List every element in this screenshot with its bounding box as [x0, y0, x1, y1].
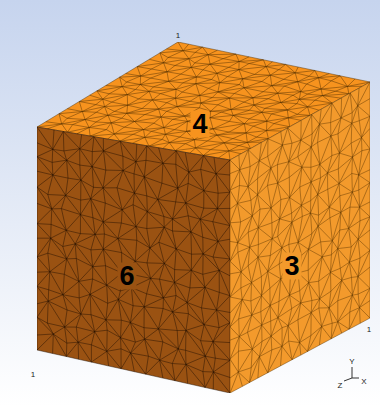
face-outline	[230, 82, 370, 393]
corner-tag: 1	[367, 326, 371, 334]
face-outline	[37, 127, 230, 393]
face-fill	[230, 82, 370, 393]
face-number: 6	[117, 263, 136, 290]
corner-tag: 1	[31, 371, 35, 379]
face-number: 4	[190, 111, 209, 138]
triangle-mesh	[37, 127, 230, 393]
corner-tag: 1	[176, 32, 180, 40]
face-number: 3	[282, 253, 301, 280]
axis-label: Z	[338, 382, 343, 390]
mesh-face: 3	[230, 82, 370, 393]
axis-label: Y	[349, 358, 354, 366]
mesh-face: 6	[37, 127, 230, 393]
face-fill	[37, 127, 230, 393]
axis-label: X	[361, 378, 366, 386]
triangle-mesh	[230, 82, 370, 393]
